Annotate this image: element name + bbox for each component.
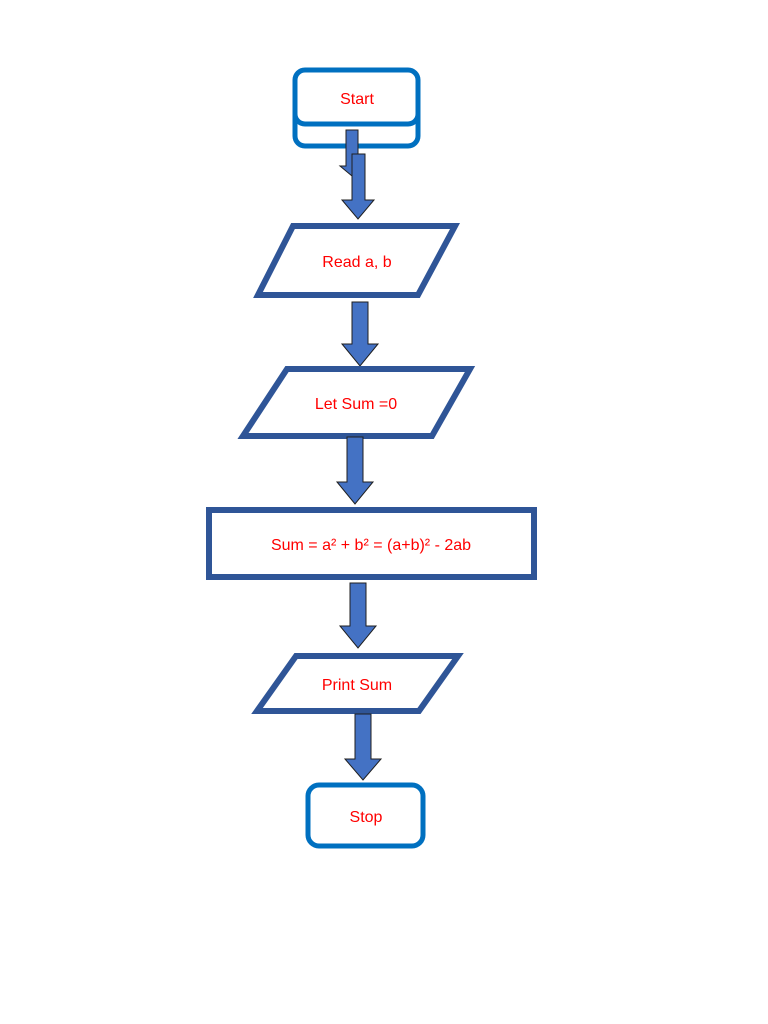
arrow-print-to-stop bbox=[343, 713, 383, 781]
arrow-read-to-init bbox=[340, 301, 380, 367]
init-node: Let Sum =0 bbox=[237, 366, 476, 439]
start-node-label: Start bbox=[340, 91, 374, 108]
print-node-label: Print Sum bbox=[322, 677, 392, 694]
read-node-label: Read a, b bbox=[322, 254, 391, 271]
start-node: Start bbox=[292, 67, 421, 149]
stop-node-label: Stop bbox=[350, 809, 383, 826]
start-node-front bbox=[292, 67, 421, 127]
init-node-shape bbox=[237, 366, 476, 439]
print-node: Print Sum bbox=[251, 653, 464, 714]
arrow-compute-to-print bbox=[338, 582, 378, 649]
stop-node-shape bbox=[305, 782, 426, 849]
compute-node: Sum = a² + b² = (a+b)² - 2ab bbox=[206, 507, 537, 580]
init-node-label: Let Sum =0 bbox=[315, 396, 397, 413]
arrow-start-to-read bbox=[338, 129, 376, 220]
read-node-shape bbox=[253, 223, 461, 298]
read-node: Read a, b bbox=[253, 223, 461, 298]
print-node-shape bbox=[251, 653, 464, 714]
stop-node: Stop bbox=[305, 782, 426, 849]
compute-node-label: Sum = a² + b² = (a+b)² - 2ab bbox=[271, 537, 471, 554]
arrow-start-to-read-front bbox=[340, 153, 376, 220]
arrow-init-to-compute bbox=[335, 436, 375, 505]
compute-node-shape bbox=[206, 507, 537, 580]
